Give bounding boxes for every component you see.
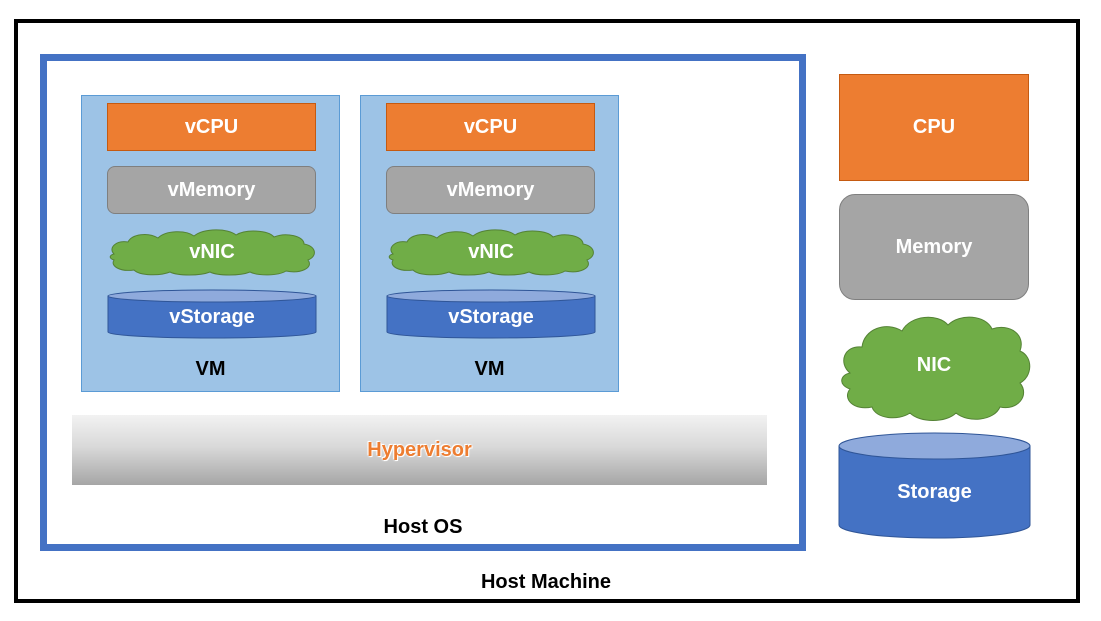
hypervisor-label: Hypervisor <box>367 438 472 461</box>
hypervisor-layer: Hypervisor <box>72 415 767 485</box>
vm-label: VM <box>474 358 505 380</box>
vcpu-block: vCPU <box>386 103 595 151</box>
vmemory-block: vMemory <box>107 166 316 214</box>
vnic-cloud: vNIC <box>388 229 594 276</box>
vstorage-label: vStorage <box>169 306 255 328</box>
memory-block: Memory <box>839 194 1029 300</box>
vm-box-1: vCPU vMemory vNIC vStorage VM <box>81 95 340 392</box>
vnic-cloud: vNIC <box>109 229 315 276</box>
vstorage-cylinder: vStorage <box>386 289 596 339</box>
storage-label: Storage <box>897 481 971 503</box>
storage-cylinder: Storage <box>838 432 1031 539</box>
host-os-label: Host OS <box>383 516 463 538</box>
cpu-block: CPU <box>839 74 1029 181</box>
vmemory-block: vMemory <box>386 166 595 214</box>
vstorage-label: vStorage <box>448 306 534 328</box>
vstorage-cylinder: vStorage <box>107 289 317 339</box>
vcpu-block: vCPU <box>107 103 316 151</box>
vm-label: VM <box>195 358 226 380</box>
vm-box-2: vCPU vMemory vNIC vStorage VM <box>360 95 619 392</box>
vnic-label: vNIC <box>468 241 514 263</box>
nic-cloud: NIC <box>841 316 1031 421</box>
nic-label: NIC <box>917 354 951 376</box>
vnic-label: vNIC <box>189 241 235 263</box>
host-machine-label: Host Machine <box>480 571 612 593</box>
